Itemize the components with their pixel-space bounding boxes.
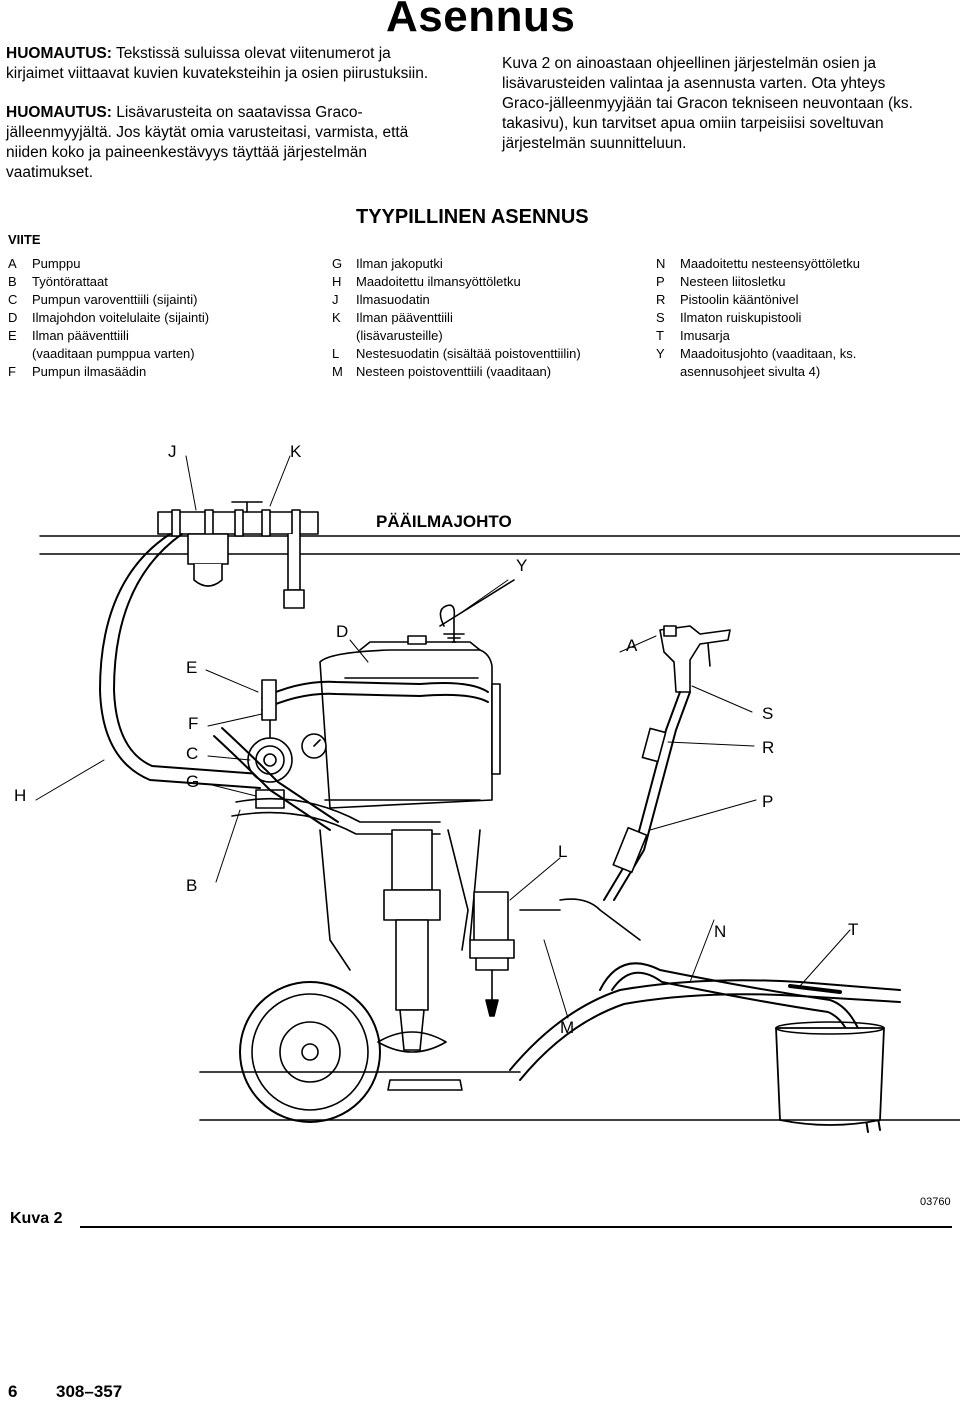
fluid-hose-whip	[603, 691, 691, 901]
drawing-number: 03760	[920, 1196, 951, 1208]
callout-A: A	[626, 636, 638, 655]
note-1: HUOMAUTUS: Tekstissä suluissa olevat vii…	[6, 44, 446, 84]
fluid-filter	[469, 891, 515, 1017]
cart-handle	[213, 727, 441, 835]
note-right: Kuva 2 on ainoastaan ohjeellinen järjest…	[502, 55, 913, 152]
callout-R: R	[762, 738, 775, 757]
callout-F: F	[188, 714, 199, 733]
fluid-supply-hose	[509, 979, 901, 1081]
caption-rule	[80, 1226, 952, 1228]
callout-C: C	[186, 744, 199, 763]
note-1-text: Tekstissä suluissa olevat viitenumerot j…	[6, 45, 429, 82]
callout-P: P	[762, 792, 774, 811]
spray-gun	[659, 625, 731, 693]
main-air-line-pipe	[39, 535, 960, 555]
cart-wheel	[199, 981, 521, 1123]
callout-J: J	[168, 442, 177, 461]
callout-T: T	[848, 920, 859, 939]
main-air-line-label: PÄÄILMAJOHTO	[376, 512, 512, 531]
callout-K: K	[290, 442, 302, 461]
installation-drawing	[35, 455, 960, 1133]
page-number: 6	[8, 1382, 18, 1401]
legend-item: asennusohjeet sivulta 4)	[680, 364, 821, 379]
callout-Y: Y	[516, 556, 528, 575]
callout-E: E	[186, 658, 198, 677]
callout-D: D	[336, 622, 349, 641]
note-2: HUOMAUTUS: Lisävarusteita on saatavissa …	[6, 103, 446, 183]
drain-valve	[519, 898, 641, 941]
callout-G: G	[186, 772, 200, 791]
pump-reservoir	[319, 635, 501, 809]
air-regulator-assembly	[247, 679, 327, 809]
callout-S: S	[762, 704, 774, 723]
callout-leaders	[35, 455, 851, 1019]
pump-lower	[319, 829, 481, 1053]
pump-air-hose	[261, 680, 489, 711]
page-title: Asennus	[386, 0, 576, 41]
legend-item: (vaaditaan pumppua varten)	[32, 346, 195, 361]
air-filter-assembly	[157, 501, 319, 609]
note-2-label: HUOMAUTUS:	[6, 104, 112, 121]
notes-left: HUOMAUTUS: Tekstissä suluissa olevat vii…	[6, 44, 446, 183]
section-title: TYYPILLINEN ASENNUS	[356, 206, 589, 228]
ground-wire	[439, 579, 515, 643]
callout-M: M	[560, 1018, 575, 1037]
document-number: 308–357	[56, 1382, 123, 1401]
legend-item: (lisävarusteille)	[356, 328, 443, 343]
note-1-label: HUOMAUTUS:	[6, 45, 112, 62]
callout-L: L	[558, 842, 568, 861]
callout-H: H	[14, 786, 27, 805]
note-2-text: Lisävarusteita on saatavissa Graco-jälle…	[6, 104, 409, 181]
callout-N: N	[714, 922, 727, 941]
paint-pail	[775, 1021, 885, 1126]
reference-heading: VIITE	[8, 232, 41, 247]
figure-caption: Kuva 2	[10, 1210, 63, 1227]
callout-B: B	[186, 876, 198, 895]
air-supply-hose	[99, 533, 261, 789]
